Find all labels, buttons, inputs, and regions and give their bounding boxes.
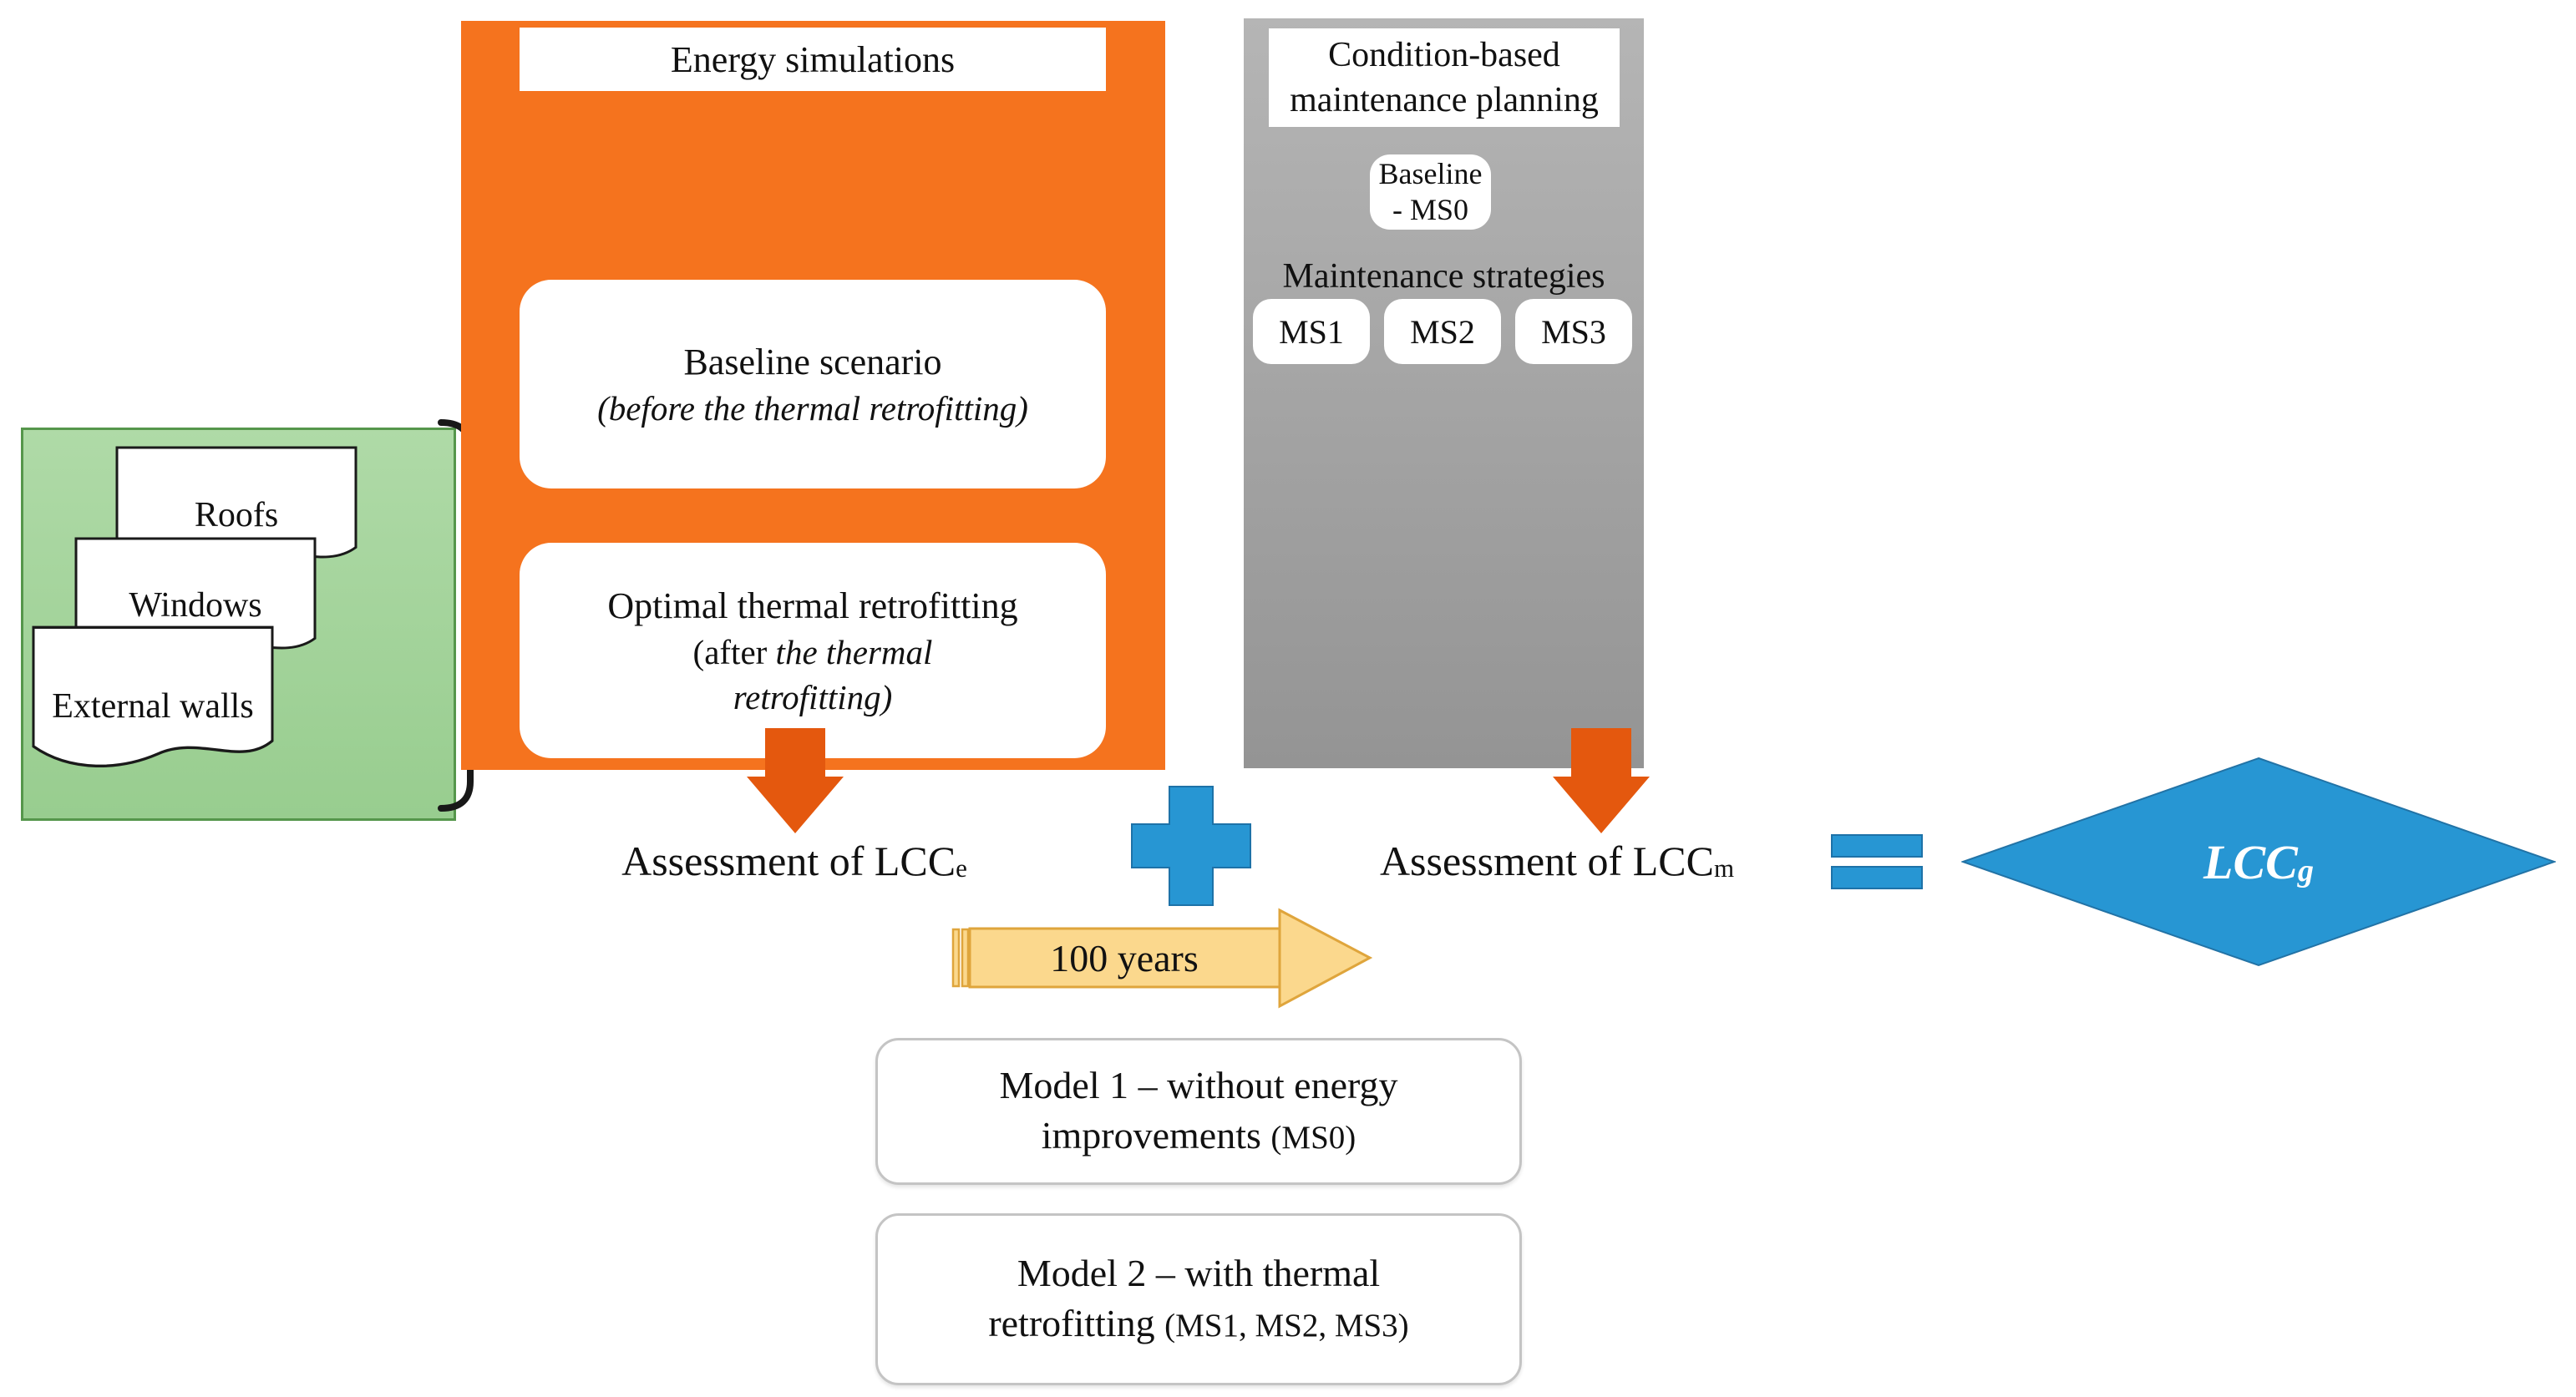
model-2-line2: retrofitting (MS1, MS2, MS3) [988,1298,1408,1351]
energy-simulations-panel: Energy simulations Baseline scenario (be… [461,21,1165,770]
maintenance-strategies-label: Maintenance strategies [1282,257,1605,296]
strategy-box-ms2: MS2 [1384,299,1501,364]
optimal-retrofitting-box: Optimal thermal retrofitting (after the … [520,543,1106,758]
maintenance-title-line2: maintenance planning [1290,81,1599,119]
document-label-roofs: Roofs [194,496,279,534]
baseline-ms0-box: Baseline - MS0 [1370,154,1491,230]
result-lccg-text: LCC [2203,835,2298,889]
energy-panel-title: Energy simulations [520,28,1106,91]
optimal-line2-italic: the thermal [775,632,933,671]
document-label-windows: Windows [129,586,262,625]
down-arrow-icon-energy [747,728,844,833]
optimal-line2-roman: (after [692,632,776,671]
baseline-scenario-line2: (before the thermal retrofitting) [597,388,1028,428]
model-2-box: Model 2 – with thermal retrofitting (MS1… [875,1213,1522,1385]
optimal-retrofitting-line1: Optimal thermal retrofitting [607,585,1018,626]
equals-icon [1831,834,1923,889]
model-2-line1: Model 2 – with thermal [1017,1251,1381,1294]
optimal-retrofitting-line2: (after the thermal [693,630,933,675]
baseline-scenario-box: Baseline scenario (before the thermal re… [520,280,1106,488]
result-lccg-subscript: g [2297,853,2314,889]
optimal-retrofitting-line3: retrofitting) [733,677,893,716]
assessment-lcce-text: Assessment of LCC [621,838,956,884]
timeline-label: 100 years [1050,936,1199,979]
down-arrow-icon-maintenance [1553,728,1650,833]
energy-panel-title-text: Energy simulations [670,38,956,80]
timeline-arrow [951,908,1373,1009]
model-1-line2: improvements (MS0) [1042,1111,1356,1163]
assessment-lcce-subscript: e [956,853,967,883]
maintenance-planning-panel: Condition-based maintenance planning Bas… [1244,18,1644,768]
document-label-external-walls: External walls [52,686,254,726]
baseline-scenario-line1: Baseline scenario [683,341,942,382]
model-2-line2-paren: (MS1, MS2, MS3) [1164,1307,1409,1344]
result-diamond [1961,757,2556,967]
baseline-ms0-line1: Baseline [1378,157,1483,190]
baseline-ms0-line2: - MS0 [1392,193,1469,226]
maintenance-panel-title: Condition-based maintenance planning [1269,28,1620,127]
maintenance-title-line1: Condition-based [1328,36,1560,74]
assessment-lccm-subscript: m [1713,853,1735,883]
assessment-lccm-text: Assessment of LCC [1379,838,1714,884]
strategy-box-ms1: MS1 [1253,299,1370,364]
plus-icon [1131,786,1251,906]
document-shape-external-walls [32,625,274,767]
model-1-line2-text: improvements [1041,1113,1271,1157]
model-2-line2-text: retrofitting [988,1301,1165,1344]
model-1-line1: Model 1 – without energy [999,1063,1398,1106]
model-1-box: Model 1 – without energy improvements (M… [875,1038,1522,1185]
model-1-line2-paren: (MS0) [1270,1119,1356,1156]
strategy-box-ms3: MS3 [1515,299,1632,364]
